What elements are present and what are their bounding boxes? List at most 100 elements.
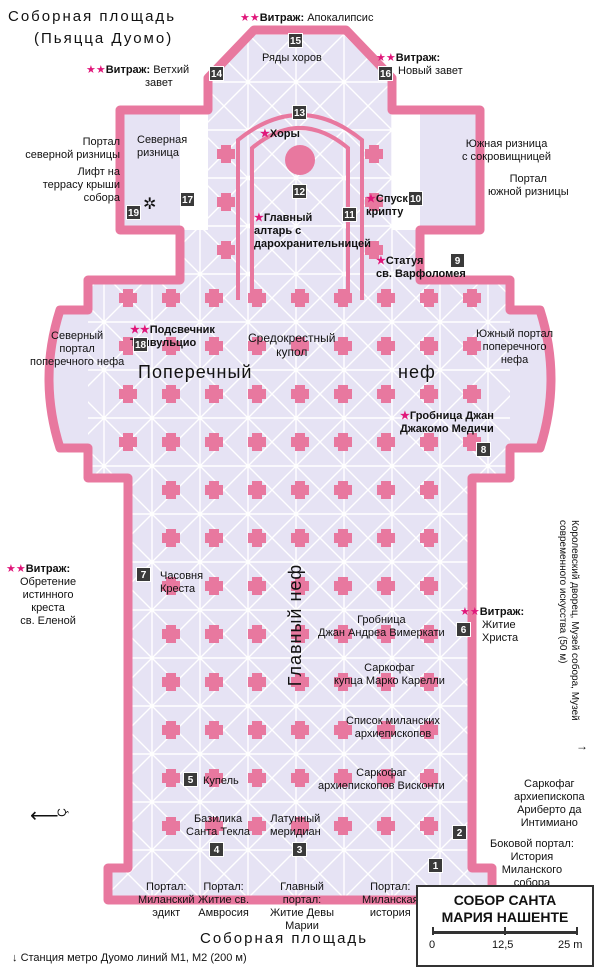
label-chapel-cross: Часовня Креста [160, 570, 204, 595]
pillar [248, 481, 266, 499]
pillar [463, 337, 481, 355]
label-new-testament-2: Новый завет [398, 65, 463, 77]
scale-title-2: МАРИЯ НАШЕНТЕ [441, 909, 569, 925]
pillar [334, 577, 352, 595]
pillar [420, 529, 438, 547]
two-star-icon: ★★ [130, 324, 150, 336]
pillar [377, 721, 395, 739]
pillar [119, 337, 137, 355]
pillar [248, 529, 266, 547]
pillar [162, 337, 180, 355]
pillar [334, 817, 352, 835]
pillar [162, 817, 180, 835]
marker-1: 1 [428, 858, 443, 873]
scale-tick-mid: 12,5 [492, 939, 514, 951]
pillar [205, 529, 223, 547]
arrow-left-icon: ⟵ [30, 805, 59, 827]
pillar [463, 385, 481, 403]
square-subtitle: (Пьяцца Дуомо) [34, 30, 174, 47]
pillar [291, 529, 309, 547]
label-aribert: Саркофаг архиепископа Ариберто да Интими… [514, 778, 585, 829]
label-right-window: ★★Витраж: [460, 606, 525, 618]
label-south-sacristy-portal: Портал южной ризницы [488, 173, 569, 198]
label-true-cross: Обретение истинного креста св. Еленой [20, 576, 77, 627]
marker-9: 9 [450, 253, 465, 268]
pillar [377, 577, 395, 595]
pillar [205, 433, 223, 451]
label-north-sacristy: Северная ризница [137, 134, 188, 159]
pillar [420, 673, 438, 691]
pillar [248, 625, 266, 643]
pillar [162, 625, 180, 643]
pillar [162, 289, 180, 307]
label-archbishops-list: Список миланских архиепископов [346, 715, 440, 740]
label-side-portal: Боковой портал: История Миланского собор… [490, 838, 574, 889]
marker-18: 18 [133, 337, 148, 352]
marker-7: 7 [136, 567, 151, 582]
pillar [420, 625, 438, 643]
pillar [205, 385, 223, 403]
marker-3: 3 [292, 842, 307, 857]
label-portal-main: Главный портал: Житие Девы Марии [270, 881, 334, 932]
pillar [334, 433, 352, 451]
marker-6: 6 [456, 622, 471, 637]
label-portal-edict: Портал: Миланский эдикт [138, 881, 195, 919]
scale-tick-0: 0 [429, 939, 436, 951]
pillar [420, 385, 438, 403]
label-new-testament-window: ★★Витраж: [376, 52, 441, 64]
pillar [365, 193, 383, 211]
label-visconti: Саркофаг архиепископов Висконти [318, 767, 445, 792]
side-note-royal-palace: Королевский дворец, Музей собора, Музей … [557, 520, 580, 721]
marker-8: 8 [476, 442, 491, 457]
pillar [420, 289, 438, 307]
label-portal-ambrose: Портал: Житие св. Амвросия [198, 881, 250, 919]
pillar [420, 817, 438, 835]
pillar [291, 673, 309, 691]
label-old-testament-window: ★★Витраж: Ветхий [86, 64, 190, 76]
pillar [420, 481, 438, 499]
label-old-testament-2: завет [145, 77, 173, 89]
marker-15: 15 [288, 33, 303, 48]
pillar [291, 433, 309, 451]
label-medici-tomb: ★Гробница Джан Джакомо Медичи [400, 410, 494, 435]
label-south-sacristy: Южная ризница с сокровищницей [462, 138, 552, 163]
pillar [377, 817, 395, 835]
label-main-nave: Главный неф [285, 563, 305, 687]
label-choirs: ★Хоры [260, 128, 300, 140]
label-transept: Поперечный [138, 362, 253, 382]
marker-10: 10 [408, 191, 423, 206]
label-south-transept-portal: Южный портал поперечного нефа [476, 328, 554, 366]
pillar [291, 817, 309, 835]
pillar [334, 289, 352, 307]
pillar [119, 289, 137, 307]
pillar [377, 433, 395, 451]
footer-square: Соборная площадь [200, 930, 369, 947]
pillar [377, 289, 395, 307]
two-star-icon: ★★ [460, 606, 480, 618]
pillar [205, 481, 223, 499]
star-icon: ★ [260, 128, 270, 140]
marker-12: 12 [292, 184, 307, 199]
two-star-icon: ★★ [6, 563, 26, 575]
pillar [205, 769, 223, 787]
star-icon: ★ [366, 193, 376, 205]
scale-title-1: СОБОР САНТА [453, 892, 557, 908]
pillar [334, 385, 352, 403]
label-font: Купель [203, 775, 239, 787]
arrow-right-icon: → [576, 739, 588, 753]
two-star-icon: ★★ [86, 64, 106, 76]
label-left-window: ★★Витраж: [6, 563, 71, 575]
marker-11: 11 [342, 207, 357, 222]
pillar [377, 385, 395, 403]
pillar [420, 721, 438, 739]
pillar [162, 577, 180, 595]
marker-16: 16 [378, 66, 393, 81]
star-icon: ★ [376, 255, 386, 267]
pillar [248, 337, 266, 355]
label-portal-history: Портал: Миланская история [362, 881, 419, 919]
label-life-christ: Житие Христа [482, 619, 519, 644]
pillar [248, 289, 266, 307]
pillar [248, 721, 266, 739]
pillar [334, 481, 352, 499]
star-icon: ★ [254, 212, 264, 224]
